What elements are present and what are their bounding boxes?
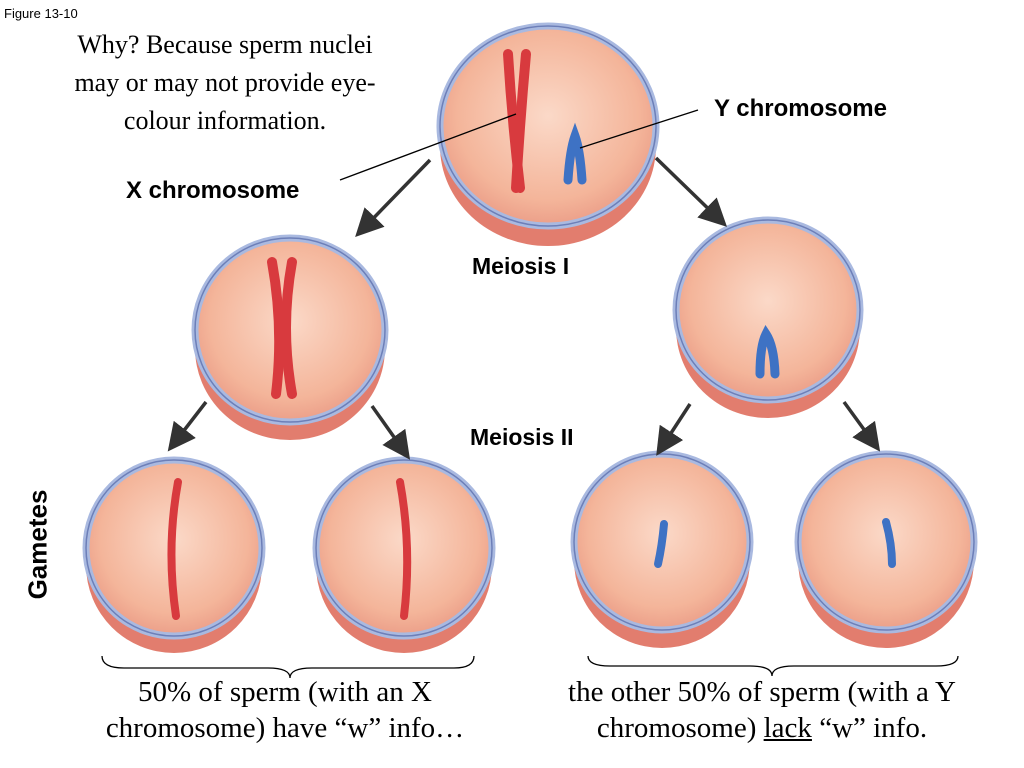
gamete-4 (794, 450, 978, 648)
x-chromosome-m1 (267, 257, 297, 399)
x-chromosome-parent (503, 49, 531, 193)
arrow-parent-left (355, 158, 432, 238)
meiosis-1-label: Meiosis I (472, 253, 570, 279)
meiosis-2-label: Meiosis II (470, 424, 574, 450)
pointer-lines (339, 109, 699, 181)
arrow-m1left-g1 (167, 400, 208, 452)
gametes-label: Gametes (22, 489, 53, 600)
gamete-1 (82, 456, 266, 653)
right-caption-line2: chromosome) lack “w” info. (520, 710, 1004, 746)
arrows (167, 156, 881, 460)
lack-word: lack (763, 712, 812, 744)
y-chromosome-m1 (755, 325, 780, 379)
left-brace (101, 655, 475, 679)
y-pointer-line (579, 109, 699, 149)
left-caption-line2: chromosome) have “w” info… (105, 712, 465, 744)
arrow-m1left-g2 (370, 404, 411, 460)
right-caption-line2-a: chromosome) (596, 712, 764, 744)
x-pointer-line (339, 113, 517, 181)
right-brace (587, 655, 959, 677)
arrow-m1right-g4 (842, 400, 881, 452)
y-chromosome-label: Y chromosome (714, 95, 887, 122)
why-explanation: Why? Because sperm nuclei may or may not… (74, 30, 376, 135)
gamete-3 (570, 450, 754, 648)
cell-meiosis1-right (672, 216, 864, 418)
left-caption-line1: 50% of sperm (with an X (138, 676, 432, 708)
arrow-m1right-g3 (656, 403, 692, 456)
right-caption-line2-b: “w” info. (811, 712, 928, 744)
gamete-2 (312, 456, 496, 653)
parent-cell (436, 22, 660, 246)
y-chromosome-parent (563, 122, 587, 185)
figure-label: Figure 13-10 (4, 6, 78, 21)
right-caption: the other 50% of sperm (with a Y chromos… (520, 674, 1004, 746)
x-chromosome-label: X chromosome (126, 177, 300, 204)
right-caption-line1: the other 50% of sperm (with a Y (568, 676, 956, 708)
arrow-parent-right (654, 156, 728, 227)
left-caption: 50% of sperm (with an X chromosome) have… (40, 674, 530, 746)
